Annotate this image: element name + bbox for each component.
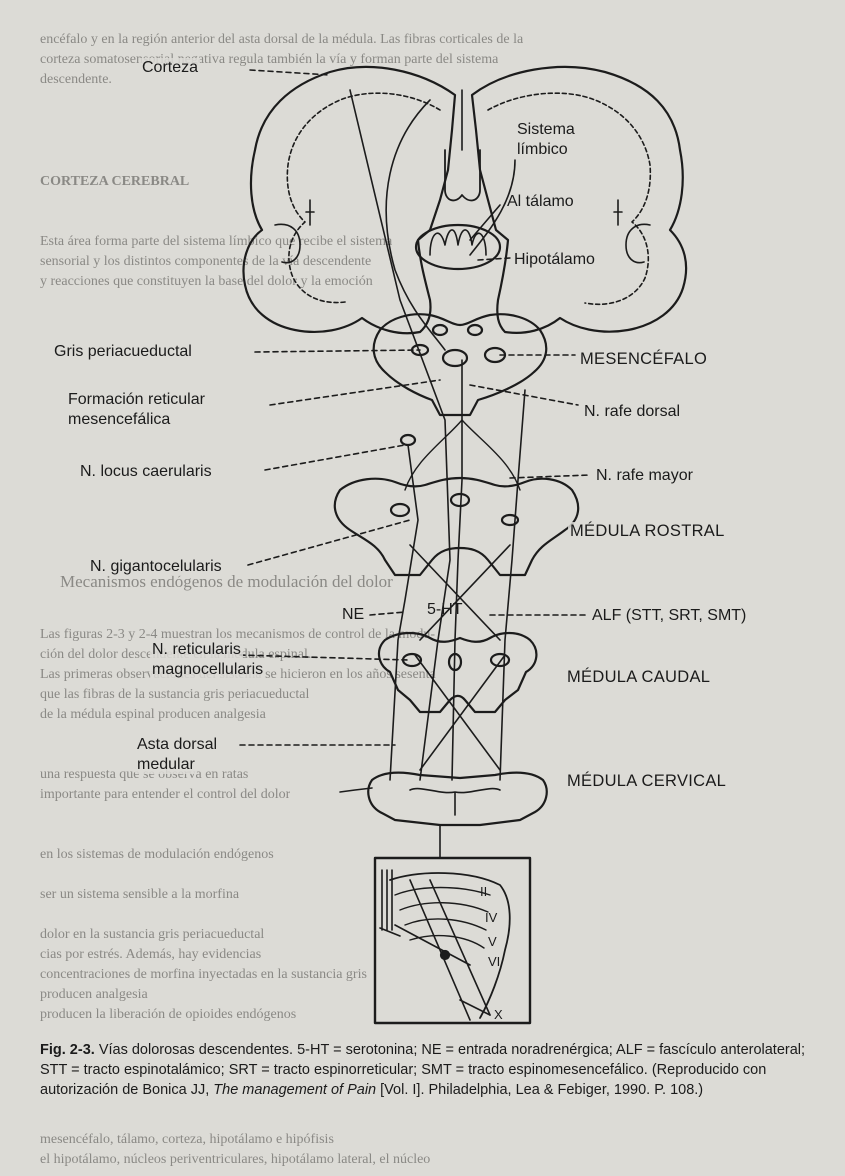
rostral-medulla-outline xyxy=(335,478,578,575)
label-formacion-reticular-1: Formación reticular xyxy=(66,390,207,409)
label-lamina-ii: II xyxy=(478,882,489,901)
cortex-curved-tract xyxy=(386,100,445,350)
label-medula-cervical: MÉDULA CERVICAL xyxy=(565,772,728,791)
label-sistema-limbico-1: Sistema xyxy=(515,120,577,139)
label-lamina-x: X xyxy=(492,1005,505,1024)
figure-caption: Fig. 2-3. Vías dolorosas descendentes. 5… xyxy=(40,1040,820,1100)
label-al-talamo: Al tálamo xyxy=(505,192,576,211)
cortex-descending-tract xyxy=(350,90,450,780)
mesencephalon-nucleus-2 xyxy=(433,325,447,335)
label-n-reticularis-1: N. reticularis xyxy=(150,640,243,659)
right-ventricle-mark xyxy=(614,200,622,225)
label-formacion-reticular-2: mesencefálica xyxy=(66,410,172,429)
caudal-medulla-outline xyxy=(379,633,536,712)
label-ne: NE xyxy=(340,605,366,624)
label-gris-periacueductal: Gris periacueductal xyxy=(52,342,194,361)
label-n-locus-caerularis: N. locus caerularis xyxy=(78,462,214,481)
rostral-medulla-nucleus-1 xyxy=(391,504,409,516)
alf-tract-right xyxy=(500,390,525,780)
mesencephalon-nucleus-3 xyxy=(468,325,482,335)
periaqueductal-gray xyxy=(443,350,467,366)
label-medula-rostral: MÉDULA ROSTRAL xyxy=(568,522,727,541)
label-n-gigantocelularis: N. gigantocelularis xyxy=(88,557,224,576)
label-5-ht: 5-HT xyxy=(425,600,465,619)
label-sistema-limbico-2: límbico xyxy=(515,140,570,159)
label-lamina-iv: IV xyxy=(483,908,499,927)
left-ventricle-fold xyxy=(275,224,300,262)
label-n-rafe-dorsal: N. rafe dorsal xyxy=(582,402,682,421)
locus-caerularis-dot xyxy=(401,435,415,445)
label-mesencefalo: MESENCÉFALO xyxy=(578,350,709,369)
left-hemisphere-inner-dashed xyxy=(287,93,440,302)
label-n-rafe-mayor: N. rafe mayor xyxy=(594,466,695,485)
caption-text-2: [Vol. I]. Philadelphia, Lea & Febiger, 1… xyxy=(376,1082,703,1098)
label-n-reticularis-2: magnocellularis xyxy=(150,660,265,679)
cervical-cord-outline xyxy=(368,773,546,825)
leader-rafe-mayor xyxy=(510,475,590,478)
hypothalamus-lobes xyxy=(430,230,486,255)
caption-fig-number: Fig. 2-3. xyxy=(40,1042,95,1058)
label-asta-dorsal-1: Asta dorsal xyxy=(135,735,219,754)
label-alf: ALF (STT, SRT, SMT) xyxy=(590,606,748,625)
caudal-medulla-nucleus-3 xyxy=(491,654,509,666)
left-ventricle-mark xyxy=(306,200,314,225)
label-lamina-v: V xyxy=(486,932,499,951)
label-corteza: Corteza xyxy=(140,58,200,77)
leader-gigantocelularis xyxy=(248,520,410,565)
leader-locus xyxy=(265,445,405,470)
leader-reticularis xyxy=(240,655,408,660)
label-asta-dorsal-2: medular xyxy=(135,755,197,774)
leader-ne xyxy=(370,612,405,615)
cervical-cord-gray-matter xyxy=(410,789,500,815)
caption-book-title: The management of Pain xyxy=(213,1082,376,1098)
label-hipotalamo: Hipotálamo xyxy=(512,250,597,269)
label-medula-caudal: MÉDULA CAUDAL xyxy=(565,668,712,687)
inset-neuron xyxy=(441,951,449,959)
ne-tract xyxy=(390,445,418,780)
label-lamina-vi: VI xyxy=(486,952,502,971)
leader-corteza xyxy=(250,70,330,75)
leader-gris xyxy=(255,350,420,352)
